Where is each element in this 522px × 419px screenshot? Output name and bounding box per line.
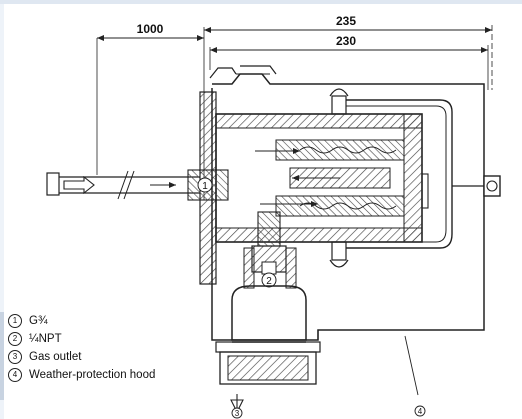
bypass-tube [346,99,501,249]
callout-2-label: 2 [266,276,272,287]
legend-text: ¼NPT [29,333,62,345]
callout-1-label: 1 [202,181,208,192]
legend-number: 1 [8,314,22,328]
callout-4-label: 4 [418,407,423,416]
legend-item: 1 G¾ [8,312,238,330]
legend-item: 2 ¼NPT [8,330,238,348]
legend-number: 3 [8,350,22,364]
left-edge-bar [0,4,4,419]
legend: 1 G¾ 2 ¼NPT 3 Gas outlet 4 Weather-prote… [8,312,238,384]
legend-accent-bar [0,312,4,400]
outlet-bulb [215,285,321,414]
callout-1: 1 [197,177,213,193]
legend-number: 4 [8,368,22,382]
legend-text: Weather-protection hood [29,369,156,381]
gas-outlet-neck [243,211,297,289]
dimension-1000: 1000 [96,22,204,175]
bottom-fitting [329,241,349,268]
dimension-1000-label: 1000 [137,22,164,36]
dimension-235: 235 [203,14,493,200]
callout-2: 2 [261,272,277,288]
callout-3: 3 [231,407,243,419]
callout-3-label: 3 [235,409,240,418]
legend-item: 3 Gas outlet [8,348,238,366]
top-edge-bar [0,0,522,4]
legend-item: 4 Weather-protection hood [8,366,238,384]
dimension-235-label: 235 [336,14,356,28]
legend-number: 2 [8,332,22,346]
top-fitting [329,88,349,115]
legend-text: G¾ [29,315,48,327]
callout-4: 4 [414,405,426,417]
dimension-230: 230 [209,34,489,90]
legend-text: Gas outlet [29,351,82,363]
dimension-230-label: 230 [336,34,356,48]
measuring-cell-body [215,113,423,243]
